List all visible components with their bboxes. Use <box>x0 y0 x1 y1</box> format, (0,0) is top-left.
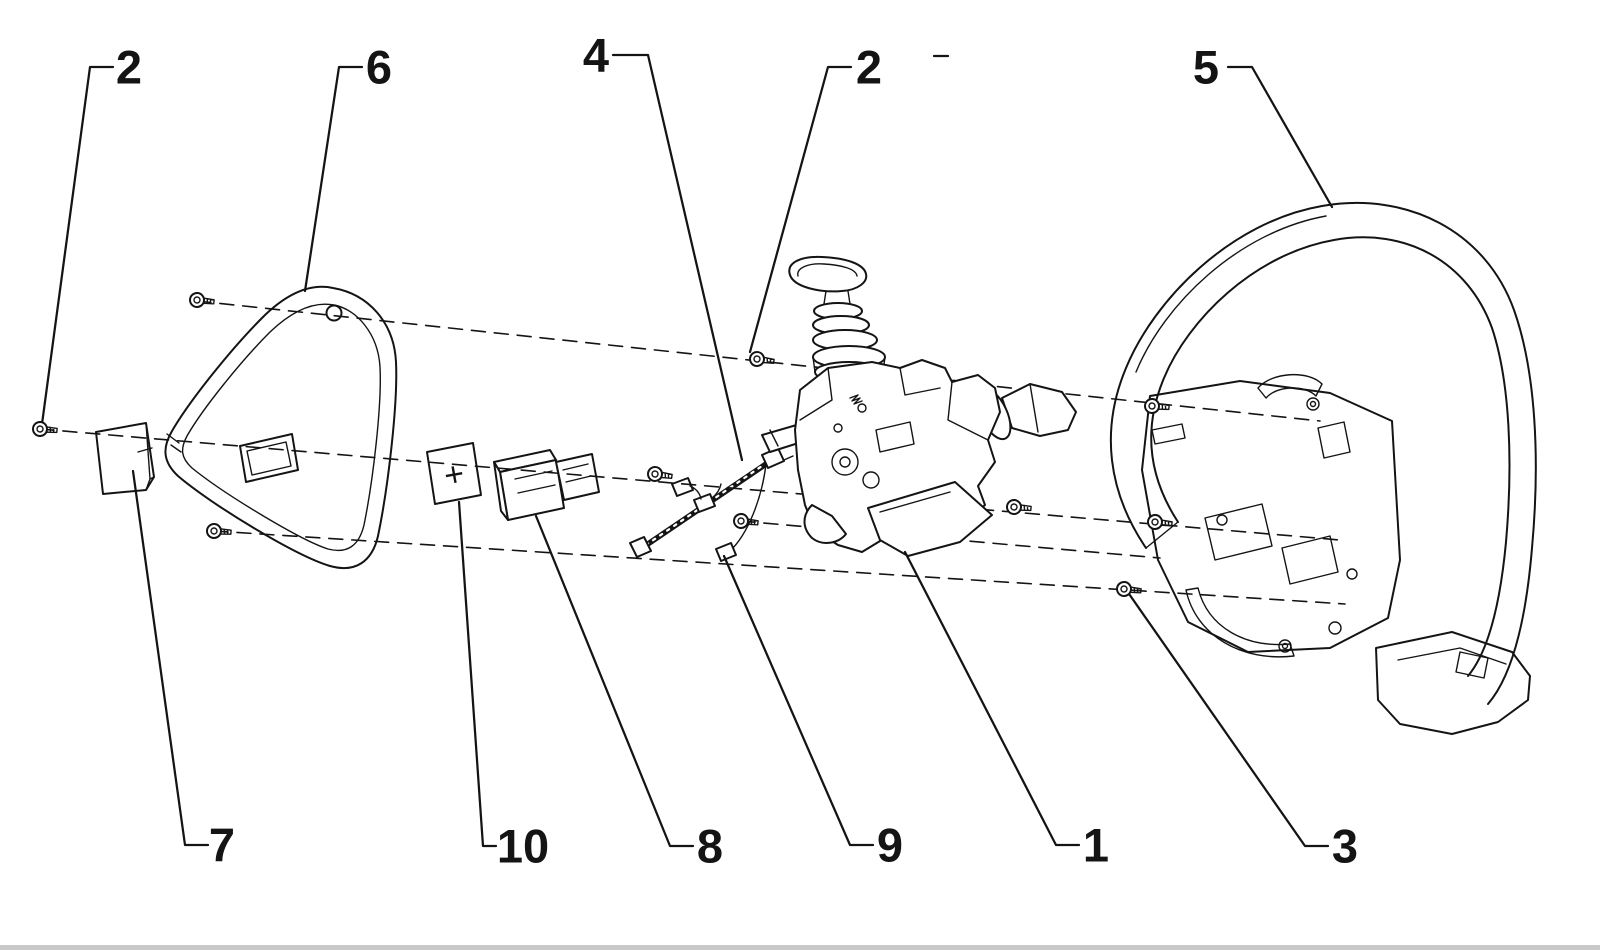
trigger <box>803 504 847 544</box>
callout-label-1: 1 <box>1082 818 1110 872</box>
mount-foot <box>1375 631 1531 735</box>
callout-label-3: 3 <box>1331 819 1359 873</box>
throttle-handle-assembly <box>761 255 1077 557</box>
cable-connector <box>629 536 652 558</box>
callout-label-5: 5 <box>1192 40 1220 94</box>
screw <box>31 420 59 439</box>
leader-5 <box>1226 65 1334 209</box>
lower-shell-flap <box>867 481 993 557</box>
handle-base-panel <box>1141 380 1401 653</box>
leader-3 <box>1125 589 1330 848</box>
leader-2a <box>40 65 115 426</box>
leader-9 <box>722 554 875 847</box>
screw <box>188 291 216 310</box>
screw <box>748 350 776 370</box>
screw <box>732 512 760 531</box>
wiring-harness <box>629 443 794 562</box>
leader-2b <box>748 65 853 354</box>
callout-label-4: 4 <box>582 28 610 82</box>
latch-window <box>239 433 299 483</box>
lever-arm <box>1001 383 1077 437</box>
screw <box>1143 397 1171 416</box>
plug <box>671 477 694 497</box>
cable-clamp <box>715 542 737 562</box>
screw-hole <box>325 304 343 322</box>
left-handle-cover <box>164 285 398 570</box>
leader-8 <box>534 514 695 848</box>
callout-leader-lines <box>40 53 1334 848</box>
screw <box>205 522 233 541</box>
side-cover-plate <box>95 422 155 495</box>
screw <box>1146 513 1174 532</box>
callout-label-6: 6 <box>365 40 393 94</box>
plug <box>693 493 716 513</box>
callout-label-10: 10 <box>496 819 550 873</box>
screw <box>646 465 674 485</box>
switch-module <box>493 449 600 521</box>
leader-7 <box>131 469 210 847</box>
leader-10 <box>457 500 498 848</box>
callout-label-9: 9 <box>876 818 904 872</box>
leader-4 <box>611 53 744 462</box>
callout-label-7: 7 <box>208 818 236 872</box>
leader-1 <box>903 550 1081 847</box>
leader-6 <box>303 65 364 293</box>
right-handle-housing <box>1109 202 1537 735</box>
top-grip <box>788 255 868 293</box>
callout-label-2b: 2 <box>855 40 883 94</box>
label-plate: + <box>426 442 482 505</box>
callout-label-8: 8 <box>696 819 724 873</box>
callout-label-2a: 2 <box>115 40 143 94</box>
footer-divider <box>0 945 1600 950</box>
